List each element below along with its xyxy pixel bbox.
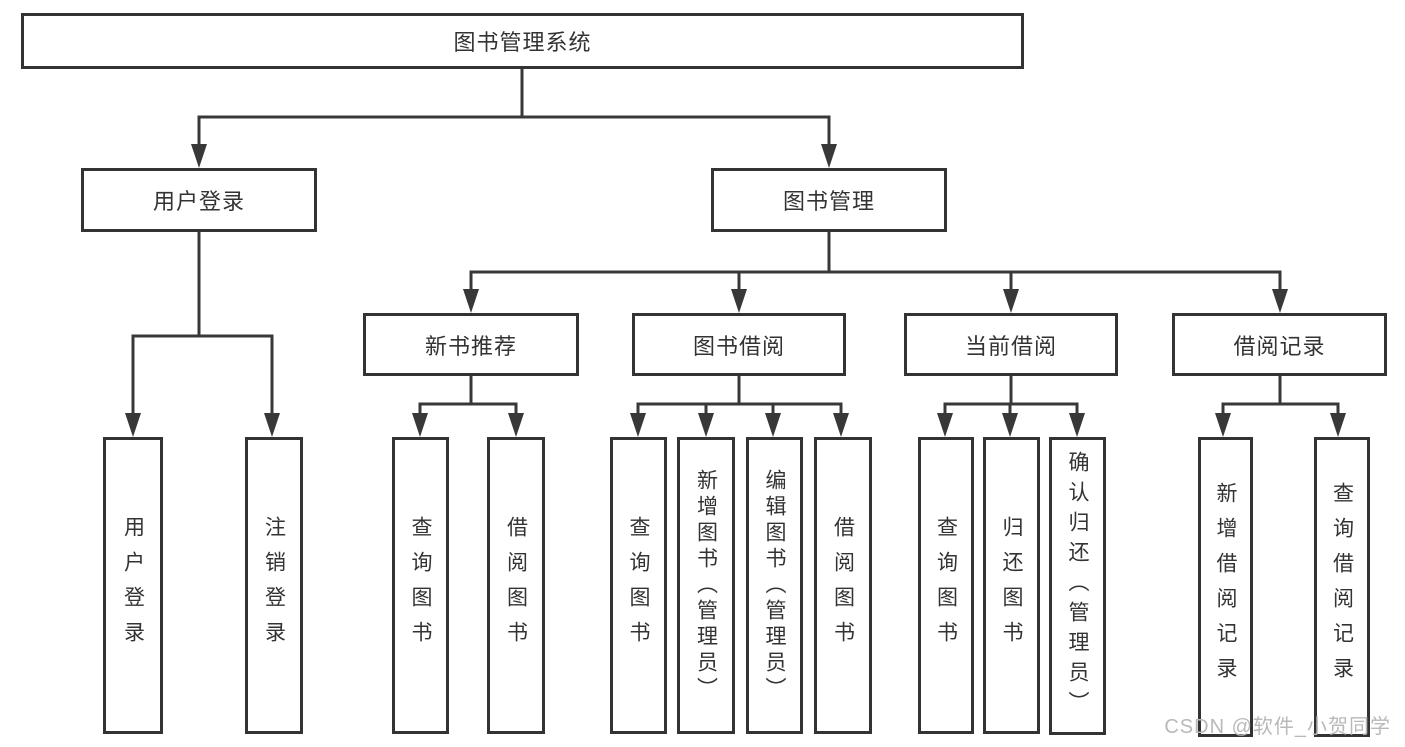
leaf-label: 注销登录 (262, 515, 286, 656)
node-label: 用户登录 (152, 189, 245, 214)
node-new-book-recommend: 新书推荐 (363, 313, 579, 376)
node-book-borrowing: 图书借阅 (632, 313, 846, 376)
leaf-current-return-books: 归还图书 (983, 437, 1040, 734)
node-book-management: 图书管理 (711, 168, 947, 232)
leaf-label: 编辑图书（管理员） (763, 468, 786, 703)
leaf-records-query-record: 查询借阅记录 (1314, 437, 1370, 737)
node-user-login: 用户登录 (81, 168, 317, 232)
leaf-borrowing-query-books: 查询图书 (610, 437, 667, 734)
node-label: 新书推荐 (424, 333, 517, 359)
leaf-label: 确认归还（管理员） (1066, 451, 1089, 721)
leaf-borrowing-add-books-admin: 新增图书（管理员） (677, 437, 735, 734)
node-current-borrowing: 当前借阅 (904, 313, 1118, 376)
leaf-records-add-record: 新增借阅记录 (1198, 437, 1253, 737)
leaf-label: 归还图书 (1000, 515, 1023, 656)
node-label: 借阅记录 (1233, 333, 1326, 359)
csdn-watermark: CSDN @软件_小贺同学 (1164, 716, 1391, 738)
leaf-label: 新增借阅记录 (1214, 482, 1237, 692)
leaf-label: 查询图书 (409, 515, 432, 656)
leaf-borrowing-edit-books-admin: 编辑图书（管理员） (746, 437, 803, 734)
leaf-label: 新增图书（管理员） (694, 468, 718, 703)
leaf-label: 查询图书 (934, 515, 958, 656)
leaf-recommend-query-books: 查询图书 (392, 437, 449, 734)
leaf-borrowing-borrow-books: 借阅图书 (814, 437, 872, 734)
leaf-label: 借阅图书 (504, 515, 528, 656)
node-label: 图书管理 (782, 189, 875, 214)
node-label: 图书管理系统 (453, 30, 592, 55)
leaf-label: 查询图书 (627, 515, 650, 656)
leaf-label: 用户登录 (121, 515, 145, 656)
leaf-current-query-books: 查询图书 (918, 437, 974, 734)
leaf-recommend-borrow-books: 借阅图书 (487, 437, 545, 734)
arrowheads (125, 144, 1346, 437)
leaf-user-login: 用户登录 (103, 437, 163, 734)
node-label: 图书借阅 (692, 333, 785, 359)
leaf-current-confirm-return-admin: 确认归还（管理员） (1049, 437, 1106, 735)
leaf-logout-login: 注销登录 (245, 437, 303, 734)
leaf-label: 查询借阅记录 (1330, 482, 1354, 692)
node-label: 当前借阅 (964, 333, 1057, 359)
node-library-system-root: 图书管理系统 (21, 13, 1024, 69)
node-borrow-records: 借阅记录 (1172, 313, 1387, 376)
leaf-label: 借阅图书 (831, 515, 855, 656)
